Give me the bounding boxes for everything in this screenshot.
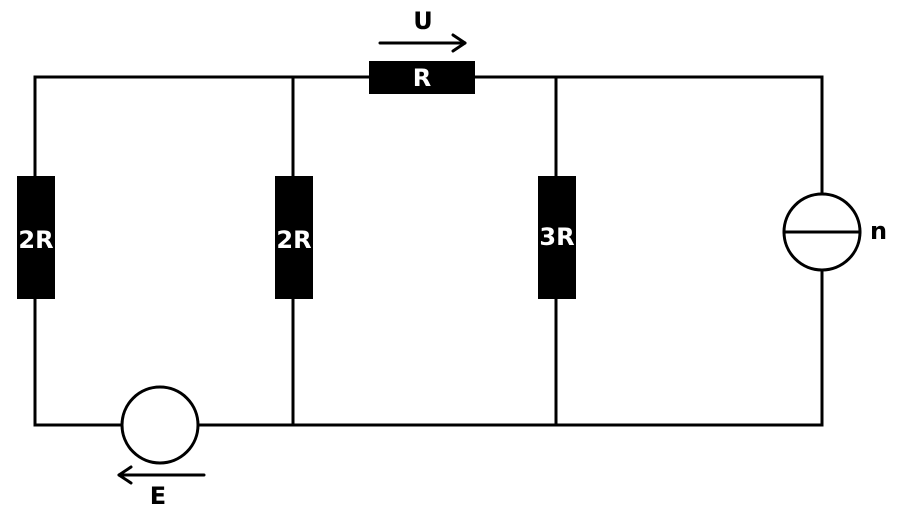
resistor-middle-right-label: 3R [539, 223, 574, 251]
resistor-top-body [369, 61, 475, 94]
resistor-middle-left: 2R [275, 176, 313, 299]
current-source-label: n [870, 217, 887, 245]
resistor-middle-right: 3R [538, 176, 576, 299]
resistor-middle-right-body [538, 176, 576, 299]
resistor-top-label: R [413, 64, 431, 92]
resistor-middle-left-label: 2R [276, 226, 311, 254]
voltage-annotation-label: U [413, 7, 433, 35]
voltage-annotation-arrowhead [451, 33, 467, 53]
resistor-top: R [369, 61, 475, 94]
voltage-annotation: U [378, 7, 467, 53]
resistor-left: 2R [17, 176, 55, 299]
voltage-source-arrowhead [117, 465, 133, 485]
resistor-left-label: 2R [18, 226, 53, 254]
resistor-middle-left-body [275, 176, 313, 299]
voltage-source-label: E [150, 482, 166, 510]
current-source: n [782, 192, 887, 272]
wires [33, 75, 824, 427]
voltage-source-circle [120, 385, 200, 465]
voltage-source: E [117, 385, 206, 510]
resistor-left-body [17, 176, 55, 299]
